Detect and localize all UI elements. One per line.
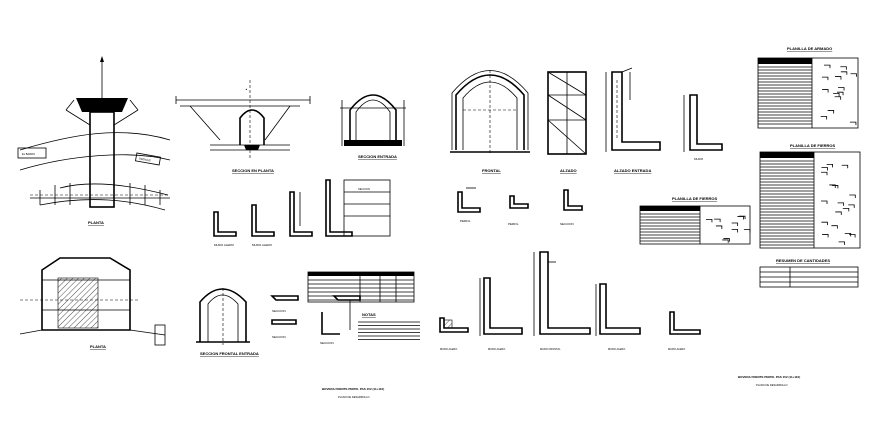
bar-shape-sketch	[841, 164, 849, 169]
bar-shape-sketch	[838, 241, 845, 245]
bar-shape-sketch	[837, 91, 844, 96]
bar-shape-sketch	[821, 167, 828, 171]
bar-shape-sketch	[849, 121, 857, 126]
bar-shape-sketch	[705, 218, 713, 223]
entrance-section-caption: SECCION ENTRADA	[358, 154, 397, 159]
entrance-elevation-drawing: ALZADO ENTRADA MURO	[605, 67, 723, 173]
bar-shape-sketch	[822, 234, 829, 238]
right-subtitle: PLANO DE DESARROLLO	[756, 383, 788, 387]
svg-text:SECCION: SECCION	[560, 222, 574, 226]
lower-plan-caption: PLANTA	[90, 344, 106, 349]
svg-text:MURO: MURO	[694, 157, 704, 161]
plan-caption: PLANTA	[88, 220, 104, 225]
bar-shape-sketch	[739, 215, 746, 220]
svg-text:SECCION: SECCION	[272, 335, 286, 339]
svg-text:SECCION: SECCION	[358, 187, 370, 191]
svg-text:MURO FRONTAL: MURO FRONTAL	[540, 347, 561, 351]
small-section-details: SECCION SECCION SECCION	[270, 295, 340, 345]
svg-text:▲: ▲	[245, 88, 248, 91]
bar-shape-sketch	[833, 92, 840, 97]
bar-shape-sketch	[723, 238, 730, 242]
steel-schedule-title: PLANILLA DE FIERROS	[790, 143, 836, 148]
bar-shape-sketch	[849, 194, 856, 198]
elevation-drawing: ALZADO	[547, 71, 587, 173]
plan-view-drawing: EL BARRO DRENAJE PLANTA	[17, 56, 171, 225]
bar-shape-sketch	[831, 185, 839, 189]
bar-shape-sketch	[829, 184, 836, 188]
frontal-arch-drawing: FRONTAL	[450, 70, 530, 173]
bar-shape-sketch	[827, 110, 835, 114]
svg-text:SECCION: SECCION	[272, 309, 286, 313]
entrance-elevation-caption: ALZADO ENTRADA	[614, 168, 651, 173]
wing-wall-caption-2: MURO ALERO	[252, 243, 273, 247]
entrance-section-drawing: SECCION ENTRADA	[340, 94, 406, 159]
left-title: BOVEDA FRENTE PERFIL PAS 152 (11+110)	[322, 387, 384, 391]
bar-shape-sketch	[737, 216, 744, 220]
bar-shape-sketch	[821, 76, 829, 81]
svg-text:PERFIL: PERFIL	[508, 222, 519, 226]
svg-text:SECCION: SECCION	[320, 341, 334, 345]
svg-text:MURO ALERO: MURO ALERO	[608, 347, 625, 351]
wing-wall-details: MURO ALERO MURO ALERO SECCION	[213, 179, 391, 247]
lower-arch-caption: SECCION FRONTAL ENTRADA	[200, 351, 259, 356]
quantities-summary-table: RESUMEN DE CANTIDADES	[759, 258, 859, 288]
el-barro-label: EL BARRO	[22, 152, 35, 156]
svg-text:MURO ALERO: MURO ALERO	[488, 347, 505, 351]
bar-shape-sketch	[849, 234, 856, 238]
bar-shape-sketch	[823, 64, 831, 69]
bar-shape-sketch	[840, 66, 847, 70]
bar-shape-sketch	[822, 89, 829, 93]
bar-shape-sketch	[715, 225, 723, 229]
bar-shape-sketch	[834, 96, 842, 100]
svg-text:MURO ALERO: MURO ALERO	[668, 347, 685, 351]
frontal-caption: FRONTAL	[482, 168, 501, 173]
title-block-right: BOVEDA FRENTE PERFIL PAS 152 (11+110) PL…	[738, 375, 800, 387]
bar-shape-sketch	[831, 225, 838, 229]
bar-shape-sketch	[850, 73, 857, 77]
bar-shape-sketch	[731, 229, 739, 233]
bar-shape-sketch	[844, 233, 852, 237]
quantities-table: NOTAS	[307, 271, 420, 340]
elevation-caption: ALZADO	[560, 168, 577, 173]
bar-shape-sketch	[842, 208, 850, 212]
bar-shape-sketch	[840, 71, 848, 75]
schedule-title: PLANILLA DE ARMADO	[787, 46, 832, 51]
right-title: BOVEDA FRENTE PERFIL PAS 152 (11+110)	[738, 375, 800, 379]
retaining-wall-sections: MURO ALERO MURO ALERO MURO FRONTAL MURO …	[439, 251, 701, 351]
bar-shape-sketch	[834, 76, 842, 80]
svg-text:PERFIL: PERFIL	[460, 219, 471, 223]
drenaje-label: DRENAJE	[139, 156, 152, 162]
bar-shape-sketch	[722, 239, 729, 243]
quantities-title: RESUMEN DE CANTIDADES	[776, 258, 830, 263]
bar-shape-sketch	[821, 221, 828, 226]
bar-shape-sketch	[838, 87, 845, 91]
bar-shape-sketch	[821, 171, 828, 176]
bar-shape-sketch	[743, 229, 751, 233]
bar-shape-sketch	[731, 222, 739, 226]
lower-arch-drawing: SECCION FRONTAL ENTRADA	[196, 288, 259, 356]
title-block-left: BOVEDA FRENTE PERFIL PAS 152 (11+110) PL…	[322, 387, 384, 399]
left-subtitle: PLANO DE DESARROLLO	[338, 395, 370, 399]
steel-schedule-table: PLANILLA DE FIERROS	[759, 143, 861, 249]
wing-steel-schedule-table: PLANILLA DE FIERROS	[639, 196, 751, 245]
bar-shape-sketch	[714, 218, 721, 223]
bar-shape-sketch	[826, 163, 834, 168]
reinforcement-schedule-table: PLANILLA DE ARMADO	[705, 46, 859, 245]
bar-shape-sketch	[837, 202, 845, 206]
wing-schedule-title: PLANILLA DE FIERROS	[672, 196, 718, 201]
lower-plan-drawing: PLANTA	[19, 257, 166, 349]
middle-details: PERFIL PERFIL SECCION	[457, 187, 583, 226]
svg-text:MURO ALERO: MURO ALERO	[440, 347, 457, 351]
bar-shape-sketch	[835, 211, 842, 215]
plan-section-caption: SECCION EN PLANTA	[232, 168, 274, 173]
notes-title: NOTAS	[362, 312, 376, 317]
bar-shape-sketch	[820, 116, 828, 120]
wing-wall-caption-1: MURO ALERO	[214, 243, 235, 247]
bar-shape-sketch	[821, 200, 828, 205]
bar-shape-sketch	[848, 204, 855, 208]
plan-section-drawing: ▲ SECCION EN PLANTA	[175, 80, 311, 173]
